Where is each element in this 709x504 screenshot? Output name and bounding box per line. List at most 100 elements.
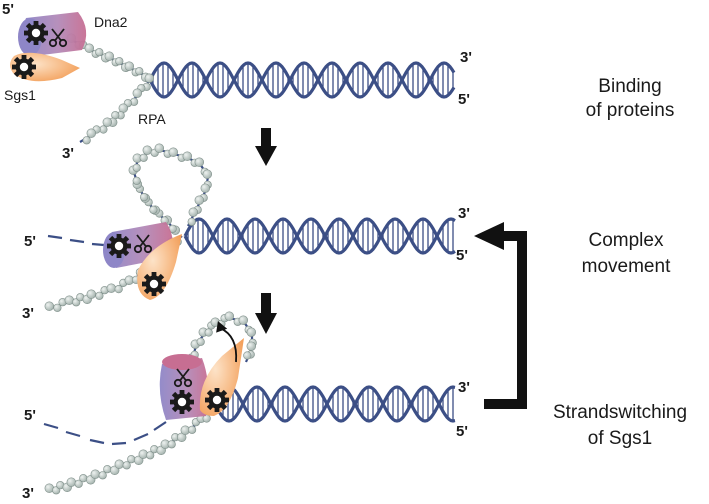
- rpa-bead: [114, 459, 125, 469]
- rpa-bead: [127, 455, 136, 464]
- rpa-bead: [82, 136, 91, 145]
- rpa-bead: [135, 67, 144, 76]
- rpa-bead: [140, 193, 149, 202]
- stage-2-line-2: movement: [582, 256, 671, 277]
- rpa-bead: [95, 291, 104, 300]
- end-label-3prime: 3': [62, 145, 74, 162]
- stage-1-line-2: of proteins: [586, 100, 675, 121]
- duplex-dna-2: [183, 217, 456, 255]
- rpa-bead: [44, 301, 54, 311]
- panel-binding: 5' Dna2 Sgs1 RPA 3' 3' 5': [2, 1, 472, 162]
- rpa-bead: [86, 289, 97, 299]
- rpa-bead: [79, 474, 88, 483]
- return-bracket-arrow-icon: [474, 222, 527, 409]
- rpa-bead: [188, 425, 197, 434]
- end-label-3prime: 3': [458, 379, 470, 396]
- end-label-5prime: 5': [24, 407, 36, 424]
- stage-3-line-1: Strandswitching: [553, 402, 687, 423]
- rpa-bead: [144, 73, 155, 83]
- single-strand-dna: [49, 409, 215, 492]
- rpa-bead: [114, 285, 123, 294]
- rpa-bead: [200, 183, 211, 193]
- dna-strand-b: [183, 217, 456, 255]
- rpa-bead: [187, 217, 196, 226]
- rpa-bead: [74, 479, 83, 488]
- gear-icon: [24, 21, 48, 45]
- end-label-5prime: 5': [24, 233, 36, 250]
- rpa-bead: [146, 451, 155, 460]
- gear-icon: [12, 55, 36, 79]
- dna2-label: Dna2: [94, 14, 128, 30]
- end-label-3prime: 3': [22, 485, 34, 502]
- rpa-bead: [154, 143, 165, 153]
- rpa-bead: [132, 88, 143, 98]
- stage-labels: Binding of proteins Complex movement Str…: [553, 76, 687, 449]
- rpa-bead: [238, 315, 249, 325]
- rpa-bead: [246, 341, 257, 351]
- stage-2-line-1: Complex: [589, 230, 664, 251]
- rpa-coated-strand-bottom: [79, 73, 155, 145]
- rpa-bead: [243, 351, 252, 360]
- dna-strand-b: [213, 385, 456, 423]
- rpa-loop-strand: [128, 143, 213, 235]
- panel-complex-movement: 5' 3' 3' 5': [22, 143, 470, 322]
- rpa-bead: [132, 176, 141, 185]
- duplex-dna-3: [213, 385, 456, 423]
- dna-strand-a: [213, 385, 456, 423]
- rpa-bead: [104, 51, 115, 61]
- end-label-3prime: 3': [22, 305, 34, 322]
- gear-icon: [142, 272, 166, 296]
- dna-strand-a: [148, 61, 456, 99]
- end-label-5prime: 5': [2, 1, 14, 18]
- gear-icon: [170, 390, 194, 414]
- duplex-dna-1: [148, 61, 456, 99]
- rpa-bead: [204, 328, 213, 337]
- curved-arrow-head-icon: [216, 321, 228, 333]
- rpa-bead: [196, 337, 205, 346]
- rpa-bead: [90, 469, 101, 479]
- dna-strand-b: [148, 61, 456, 99]
- rpa-bead: [122, 461, 131, 470]
- rpa-bead: [194, 157, 205, 167]
- panel-strandswitching: 5' 3' 3' 5': [22, 311, 470, 502]
- rpa-coated-strand-top: [66, 33, 151, 83]
- end-label-5prime: 5': [456, 423, 468, 440]
- rpa-bead: [224, 311, 235, 321]
- rpa-bead: [194, 195, 205, 205]
- rpa-bead: [103, 465, 112, 474]
- gear-icon: [107, 234, 131, 258]
- rpa-bead: [84, 43, 95, 53]
- rpa-bead: [132, 163, 141, 172]
- rpa-bead: [246, 327, 257, 337]
- rpa-bead: [149, 205, 158, 214]
- rpa-bead: [167, 440, 176, 449]
- dna2-protein: [18, 12, 87, 56]
- sgs1-label: Sgs1: [4, 87, 36, 103]
- rpa-bead: [99, 125, 108, 134]
- sgs1-protein: [137, 234, 182, 300]
- rpa-bead: [106, 283, 117, 293]
- rpa-bead: [188, 207, 199, 217]
- rpa-bead: [182, 151, 193, 161]
- rpa-bead: [124, 61, 135, 71]
- end-label-3prime: 3': [460, 49, 472, 66]
- rpa-bead: [202, 169, 213, 179]
- down-arrow-icon: [255, 293, 277, 334]
- degraded-strand: [43, 421, 167, 446]
- rpa-coated-strand-bottom: [44, 407, 215, 495]
- sgs1-protein: [10, 52, 80, 82]
- rpa-bead: [66, 477, 77, 487]
- rpa-bead: [168, 147, 179, 157]
- rpa-label: RPA: [138, 111, 166, 127]
- end-label-3prime: 3': [458, 205, 470, 222]
- rpa-bead: [142, 145, 153, 155]
- rpa-bead: [53, 303, 62, 312]
- end-label-5prime: 5': [458, 91, 470, 108]
- dna2-protein: [159, 354, 209, 420]
- rpa-loop-strand: [186, 311, 257, 363]
- end-label-5prime: 5': [456, 247, 468, 264]
- stage-1-line-1: Binding: [598, 76, 661, 97]
- degraded-strand: [47, 234, 105, 247]
- rpa-bead: [95, 48, 104, 57]
